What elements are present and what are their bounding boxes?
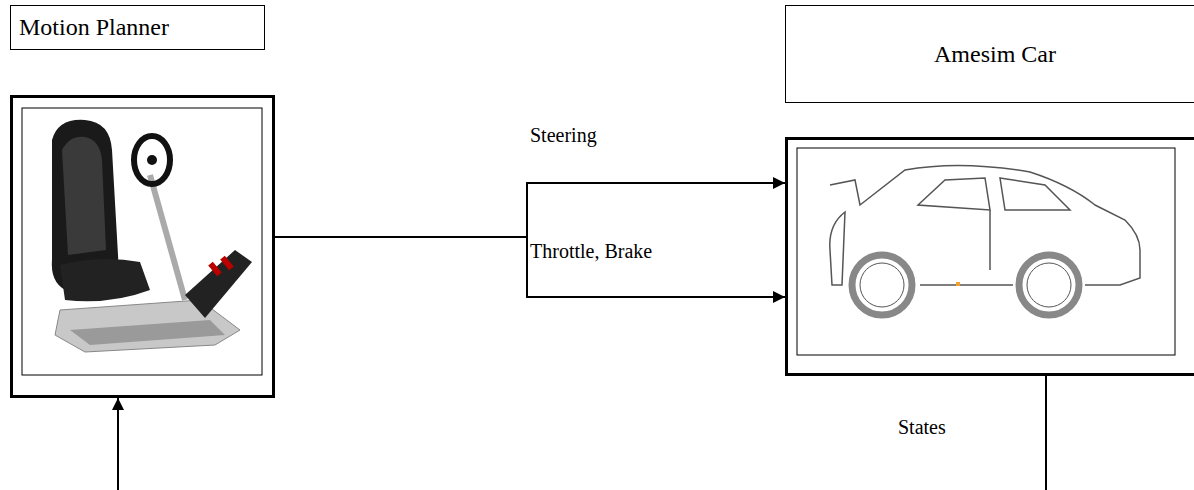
picture-frame-box: Amesim Car <box>785 137 1194 376</box>
picture-frame <box>797 148 1175 355</box>
signal-arrow <box>275 237 785 297</box>
title-box: Amesim Car <box>785 5 1194 103</box>
signal-label: Throttle, Brake <box>528 240 654 263</box>
signal-arrow <box>275 183 785 237</box>
driving-simulator-rig <box>52 120 252 352</box>
signal-label: States <box>896 416 948 439</box>
signal-arrow <box>118 376 1046 490</box>
title-box: Motion Planner <box>10 5 265 50</box>
car-wheels <box>852 255 1079 315</box>
picture-frame <box>22 108 262 375</box>
marker-dot <box>956 282 960 286</box>
signal-label: Steering <box>528 124 599 147</box>
picture-frame-box: Motion Planner <box>10 95 275 398</box>
